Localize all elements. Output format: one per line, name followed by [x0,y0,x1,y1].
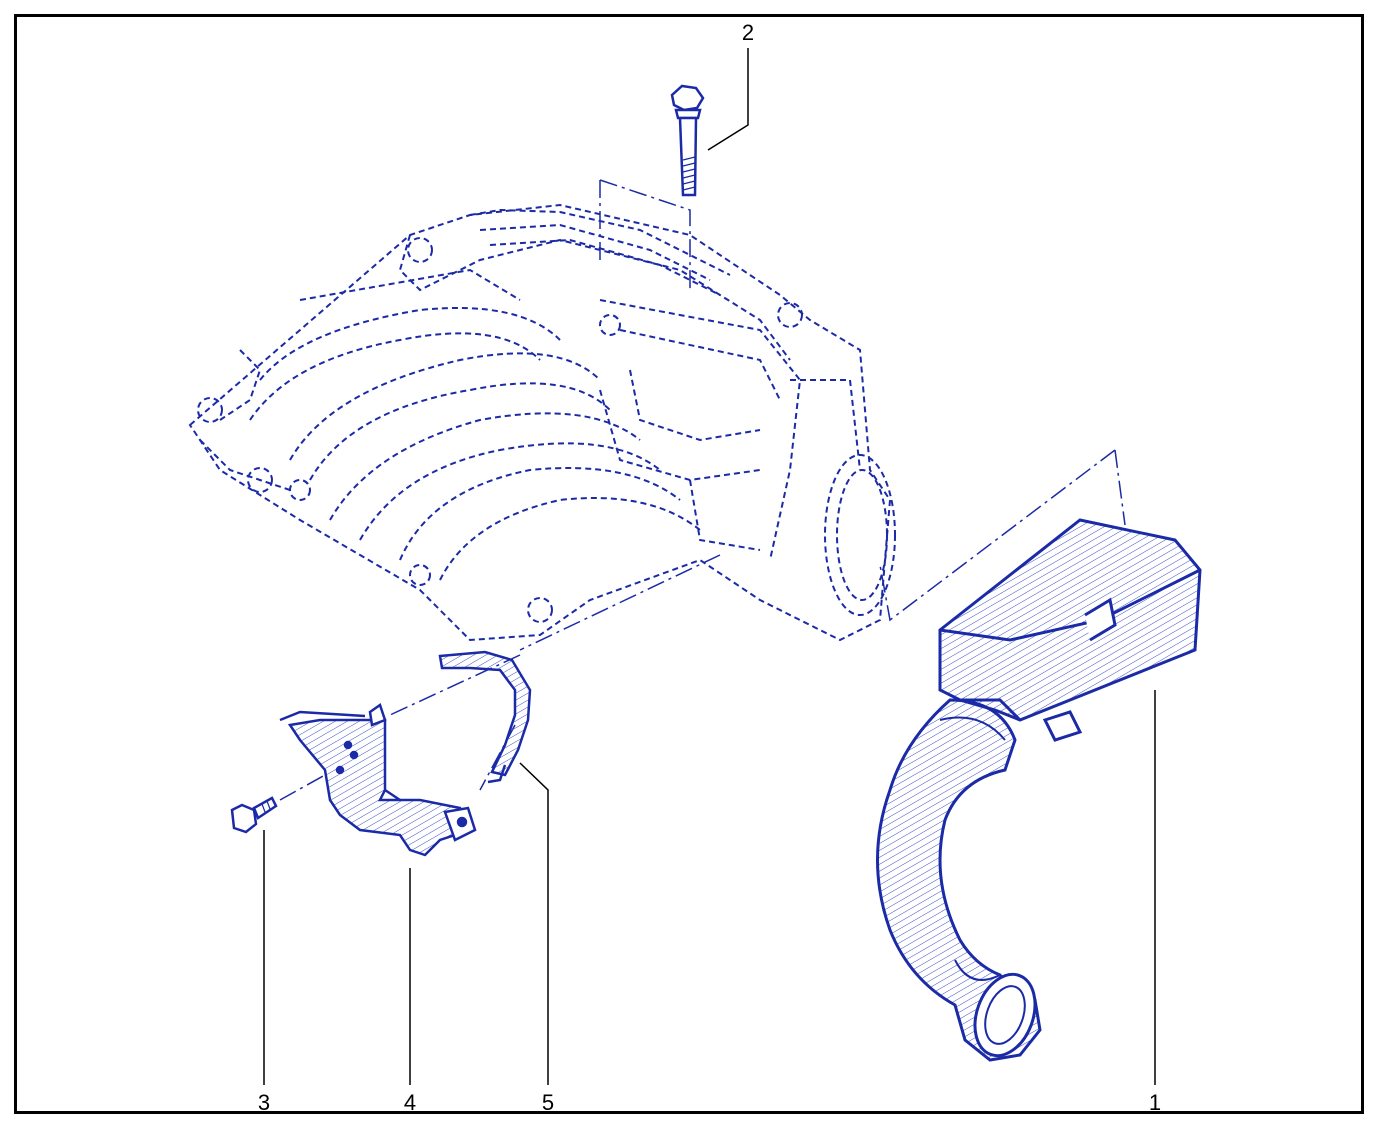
callout-label-5: 5 [542,1090,554,1115]
leader-5 [519,762,549,1085]
callout-label-4: 4 [404,1090,416,1115]
callout-label-2: 2 [742,20,754,45]
callout-label-3: 3 [258,1090,270,1115]
leader-2 [707,48,749,151]
strap-part [368,650,532,784]
callout-label-1: 1 [1149,1090,1161,1115]
air-intake-duct-part [876,518,1202,1062]
callout-labels: 1 2 3 4 5 [258,20,1161,1115]
bolt-long-part [670,84,705,197]
bolt-short-part [230,796,278,834]
intake-manifold-phantom [188,203,896,642]
diagram-frame [14,14,1364,1114]
callout-leaders [263,48,1156,1085]
